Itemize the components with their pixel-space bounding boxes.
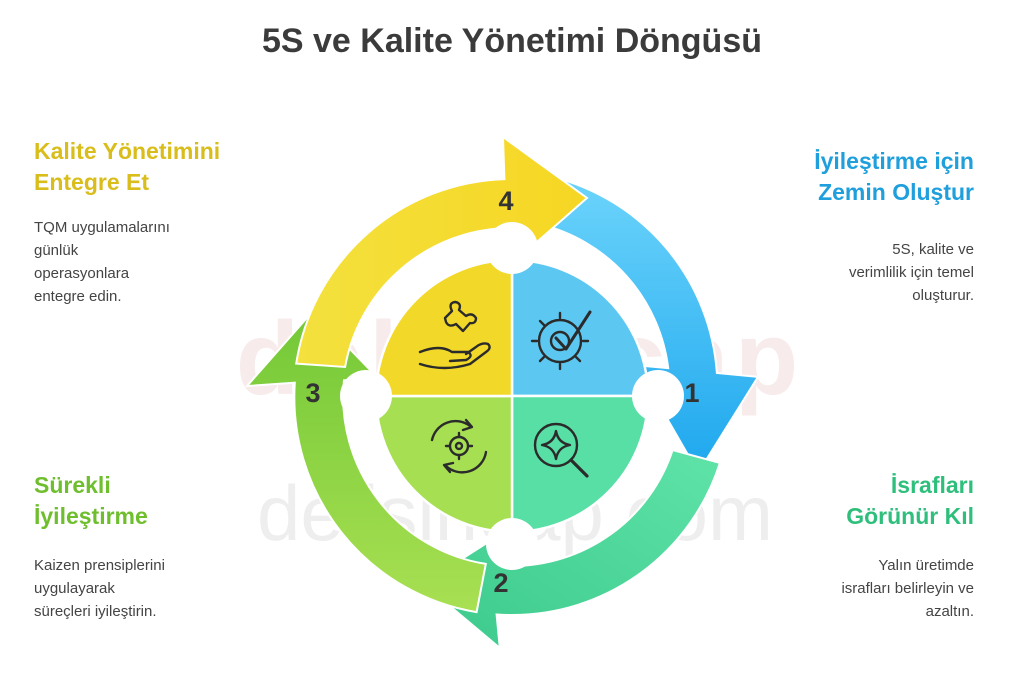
step-panel-4: Kalite Yönetimini Entegre Et TQM uygulam… [34, 136, 294, 308]
step-panel-1: İyileştirme için Zemin Oluştur 5S, kalit… [714, 146, 974, 307]
hand-puzzle-icon [418, 300, 491, 370]
step-heading-1: İyileştirme için Zemin Oluştur [714, 146, 974, 208]
quadrant-bottom-right [510, 394, 650, 534]
step-description-4-line-4: entegre edin. [34, 288, 122, 305]
ring-segment-3 [244, 309, 487, 614]
step-heading-1-line-1: İyileştirme için [814, 148, 974, 174]
step-description-4-line-1: TQM uygulamalarını [34, 219, 170, 236]
step-description-1-line-3: oluşturur. [912, 287, 974, 304]
step-description-4-line-3: operasyonlara [34, 265, 130, 282]
ring-segment-4 [295, 134, 589, 369]
quadrant-top-left [374, 258, 514, 398]
step-description-1-line-1: 5S, kalite ve [892, 241, 974, 258]
inner-quadrants [340, 222, 684, 570]
step-panel-2: İsrafları Görünür Kıl Yalın üretimde isr… [714, 470, 974, 623]
step-description-2-line-3: azaltın. [925, 603, 974, 620]
step-description-4-line-2: günlük [34, 242, 79, 259]
step-heading-3-line-2: İyileştirme [34, 503, 148, 529]
step-description-3-line-3: süreçleri iyileştirin. [34, 603, 157, 620]
step-heading-4-line-2: Entegre Et [34, 169, 150, 195]
step-number-2: 2 [493, 568, 508, 598]
cycle-gear-icon [430, 418, 488, 474]
step-number-1: 1 [684, 378, 699, 408]
step-heading-2: İsrafları Görünür Kıl [714, 470, 974, 532]
step-heading-4-line-1: Kalite Yönetimini [34, 138, 221, 164]
step-heading-1-line-2: Zemin Oluştur [818, 179, 974, 205]
step-description-3: Kaizen prensiplerini uygulayarak süreçle… [34, 554, 294, 623]
step-description-2-line-1: Yalın üretimde [878, 557, 974, 574]
step-description-2: Yalın üretimde israfları belirleyin ve a… [714, 554, 974, 623]
step-heading-2-line-2: Görünür Kıl [846, 503, 974, 529]
step-heading-3: Sürekli İyileştirme [34, 470, 294, 532]
step-description-2-line-2: israfları belirleyin ve [841, 580, 974, 597]
step-number-3: 3 [305, 378, 320, 408]
step-heading-3-line-1: Sürekli [34, 472, 111, 498]
step-number-4: 4 [498, 186, 513, 216]
step-heading-4: Kalite Yönetimini Entegre Et [34, 136, 294, 198]
step-description-1: 5S, kalite ve verimlilik için temel oluş… [714, 238, 974, 307]
page-title: 5S ve Kalite Yönetimi Döngüsü [261, 22, 763, 60]
step-panel-3: Sürekli İyileştirme Kaizen prensiplerini… [34, 470, 294, 623]
gear-check-icon [530, 310, 592, 371]
magnifier-sparkle-icon [533, 422, 589, 478]
step-description-3-line-2: uygulayarak [34, 580, 115, 597]
step-description-4: TQM uygulamalarını günlük operasyonlara … [34, 216, 294, 308]
step-description-3-line-1: Kaizen prensiplerini [34, 557, 165, 574]
ring-segment-2 [421, 448, 722, 651]
step-heading-2-line-1: İsrafları [890, 472, 974, 498]
ring-segment-1 [538, 175, 760, 475]
step-description-1-line-2: verimlilik için temel [848, 264, 974, 281]
